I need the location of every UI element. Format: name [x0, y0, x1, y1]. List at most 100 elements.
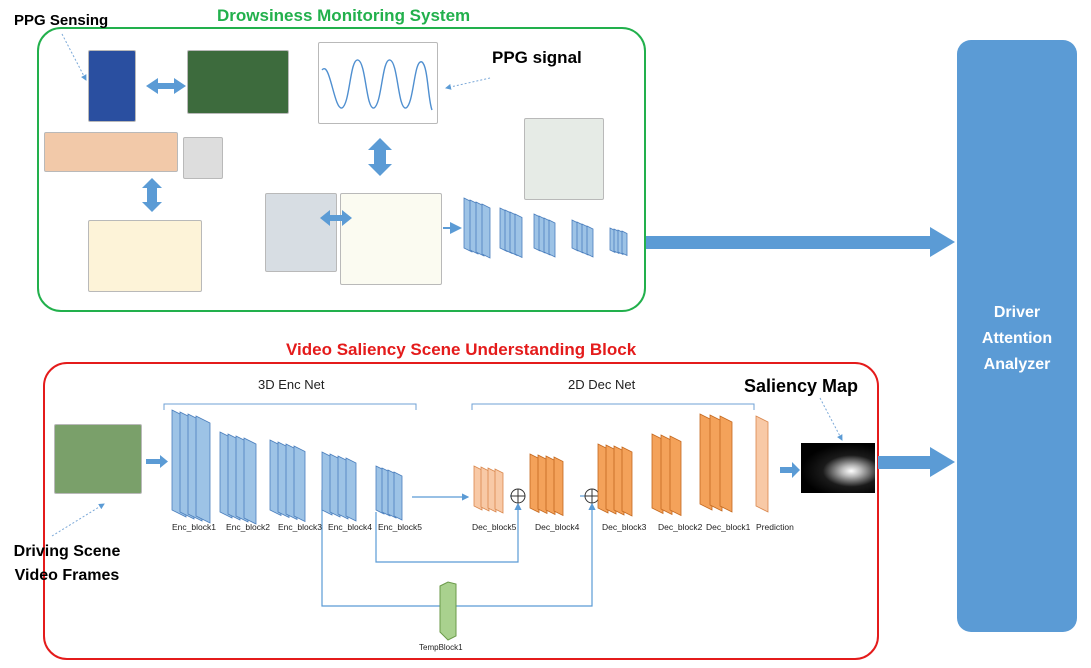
- mini-block4-layer: [581, 223, 589, 256]
- sensor-mcu-double-arrow: [146, 78, 186, 94]
- dec-block2-layer: [669, 435, 682, 517]
- drowsiness-title: Drowsiness Monitoring System: [217, 6, 471, 25]
- temp-block: [439, 581, 457, 641]
- video-saliency-frame: [43, 362, 879, 660]
- dec-block-label: Dec_block3: [602, 522, 647, 532]
- dec-block3: [597, 443, 633, 517]
- dec-block3-layer: [621, 446, 633, 517]
- prediction-block-layer: [755, 415, 769, 513]
- mini-block4-layer: [571, 219, 579, 252]
- ppg-signal-pointer: [445, 77, 491, 90]
- encoder-layers: [171, 409, 403, 525]
- ppg-sensor-board-image: [88, 50, 136, 122]
- driver-attention-analyzer: Driver Attention Analyzer: [957, 40, 1077, 632]
- dec-block5-layer: [494, 468, 504, 514]
- saliency-map-pointer: [819, 397, 843, 441]
- mini-block3-layer: [548, 219, 556, 258]
- dec-block-label: Dec_block1: [706, 522, 751, 532]
- enc-block4: [321, 451, 357, 522]
- dec-block-label: Dec_block4: [535, 522, 580, 532]
- enc-block2: [219, 431, 257, 525]
- dec-block4-layer: [553, 456, 564, 517]
- saliency-map-image: [801, 443, 875, 493]
- enc-block1-layer: [195, 415, 211, 524]
- mini-block1-layer: [481, 203, 491, 259]
- dec-block-label: Dec_block5: [472, 522, 517, 532]
- mini-encoder-layers: [463, 197, 628, 259]
- ppg-sensing-pointer: [61, 33, 87, 81]
- dec-block4: [529, 453, 564, 517]
- enc-block4-layer: [329, 453, 341, 518]
- ppg-sensing-label: PPG Sensing: [14, 12, 109, 29]
- ppg-signal-plot: [318, 42, 438, 124]
- mini-block2: [499, 207, 523, 259]
- dec-block-label: Prediction: [756, 522, 794, 532]
- hand-skin-double-arrow: [142, 178, 162, 212]
- skip-connections: [321, 490, 598, 607]
- enc-block-label: Enc_block1: [172, 522, 216, 532]
- add-node-2: [584, 488, 600, 504]
- mini-block4-layer: [576, 221, 584, 254]
- dec-block4-layer: [529, 453, 540, 514]
- skin-cross-section-image: [88, 220, 202, 292]
- hardware-setup-image: [265, 193, 337, 272]
- dec-block1-layer: [699, 413, 713, 511]
- dec-block1-layer: [719, 415, 733, 513]
- enc-block-label: Enc_block3: [278, 522, 322, 532]
- mini-block4: [571, 219, 594, 258]
- block-labels: Enc_block1 Enc_block2 Enc_block3 Enc_block4…: [172, 522, 794, 532]
- enc-block5: [375, 465, 403, 521]
- driving-scene-label: Driving Scene Video Frames: [13, 543, 121, 584]
- driving-scene-pointer: [51, 503, 105, 537]
- mcu-board-image: [187, 50, 289, 114]
- block-diagram-image: [340, 193, 442, 285]
- mini-block3-layer: [533, 213, 541, 252]
- dec-block5-layer: [473, 465, 483, 511]
- dec-block1-layer: [709, 414, 723, 512]
- mini-block5: [609, 227, 628, 257]
- dec-block3-layer: [605, 444, 617, 515]
- saliency-map-label: Saliency Map: [744, 376, 859, 396]
- mini-block3-layer: [538, 215, 546, 254]
- ppg-wave-line: [321, 59, 433, 111]
- frames-input-arrow: [146, 455, 168, 468]
- dec-net-label: 2D Dec Net: [568, 377, 636, 392]
- enc-block-label: Enc_block4: [328, 522, 372, 532]
- pred-to-map-arrow: [780, 462, 800, 478]
- drowsiness-frame: [37, 27, 646, 312]
- hand-sensor-image: [44, 132, 178, 172]
- enc-block5-layer: [393, 471, 403, 521]
- steering-wheel-image: [183, 137, 223, 179]
- dec-block4-layer: [545, 455, 556, 516]
- enc-block1: [171, 409, 211, 524]
- dec-block5-layer: [480, 466, 490, 512]
- dec-block5-layer: [487, 467, 497, 513]
- enc-block4-layer: [345, 457, 357, 522]
- setup-lr-double-arrow: [320, 210, 352, 226]
- analyzer-label: Driver Attention Analyzer: [981, 304, 1053, 373]
- dec-block2-layer: [651, 433, 664, 515]
- enc-net-label: 3D Enc Net: [258, 377, 325, 392]
- dec-block2-layer: [660, 434, 673, 516]
- enc-block4-layer: [337, 455, 349, 520]
- dec-block5: [473, 465, 504, 514]
- mini-block2-layer: [514, 213, 523, 259]
- enc-block3: [269, 439, 306, 523]
- add-node-1: [510, 488, 526, 504]
- mini-block3: [533, 213, 556, 258]
- decoder-layers: [473, 413, 769, 517]
- enc-block2-layer: [243, 437, 257, 525]
- dec-net-bracket: [471, 403, 755, 410]
- upper-output-arrow: [646, 227, 955, 257]
- dec-block4-layer: [537, 454, 548, 515]
- mini-block5-layer: [621, 230, 628, 257]
- video-saliency-title: Video Saliency Scene Understanding Block: [286, 340, 637, 359]
- dec-block2: [651, 433, 682, 517]
- enc-block-label: Enc_block2: [226, 522, 270, 532]
- enc-block-label: Enc_block5: [378, 522, 422, 532]
- mini-block3-layer: [543, 217, 551, 256]
- display-device-image: [524, 118, 604, 200]
- dec-block1: [699, 413, 733, 513]
- lower-output-arrow: [878, 447, 955, 477]
